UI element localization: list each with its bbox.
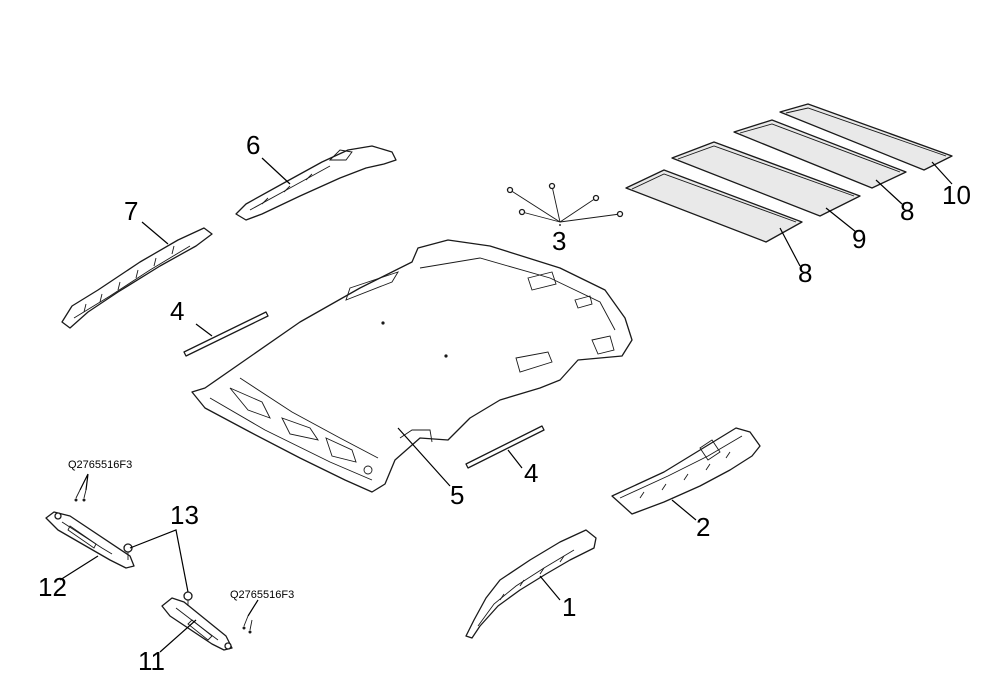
leader-4a	[195, 323, 213, 337]
clip-set-part	[506, 182, 624, 223]
callout-10: 10	[942, 180, 971, 210]
callout-7: 7	[124, 196, 138, 226]
leader-1	[539, 575, 561, 601]
leader-12	[59, 555, 99, 581]
callout-labels: 1 2 3 4 4 5 6 7 8 8 9 10 11 12 13 Q27655…	[38, 130, 971, 676]
leader-5	[397, 427, 451, 487]
part-code-right: Q2765516F3	[230, 589, 294, 601]
callout-4a: 4	[170, 296, 184, 326]
sun-visor-right-part	[161, 597, 233, 651]
side-roof-rail-trim-part	[61, 227, 213, 329]
rear-roof-trim-part	[235, 145, 397, 221]
callout-6: 6	[246, 130, 260, 160]
callout-5: 5	[450, 480, 464, 510]
left-pillar-trim-part	[465, 529, 597, 639]
callout-4b: 4	[524, 458, 538, 488]
callout-1: 1	[562, 592, 576, 622]
roof-panel-10	[779, 103, 953, 171]
callout-3: 3	[552, 226, 566, 256]
headliner-part	[191, 239, 633, 493]
leader-2	[671, 499, 697, 521]
roof-panel-9	[671, 141, 861, 217]
leader-code-left	[79, 473, 89, 491]
callout-9: 9	[852, 224, 866, 254]
leader-lines	[59, 157, 953, 653]
leader-13	[129, 529, 189, 593]
leader-11	[159, 619, 197, 653]
part-code-left: Q2765516F3	[68, 459, 132, 471]
trim-strip-left	[183, 311, 269, 357]
trim-strip-right	[465, 425, 545, 469]
callout-11: 11	[138, 646, 165, 676]
roof-panel-8-front	[625, 169, 803, 243]
leader-9	[825, 207, 857, 233]
leader-6	[261, 157, 291, 185]
visor-holder-part	[123, 543, 193, 606]
leader-4b	[507, 449, 523, 469]
leader-7	[141, 221, 169, 245]
leader-8b	[875, 179, 903, 205]
leader-8a	[779, 227, 801, 267]
roof-panel-8-rear	[733, 119, 907, 189]
callout-12: 12	[38, 572, 67, 602]
right-pillar-trim-part	[611, 427, 761, 515]
callout-2: 2	[696, 512, 710, 542]
sun-visor-left-part	[45, 511, 135, 569]
clip-screws-left	[74, 489, 87, 502]
leader-code-right	[247, 599, 259, 617]
callout-13: 13	[170, 500, 199, 530]
callout-8b: 8	[900, 196, 914, 226]
leader-10	[931, 161, 953, 185]
callout-8a: 8	[798, 258, 812, 288]
clip-screws-right	[242, 615, 253, 634]
